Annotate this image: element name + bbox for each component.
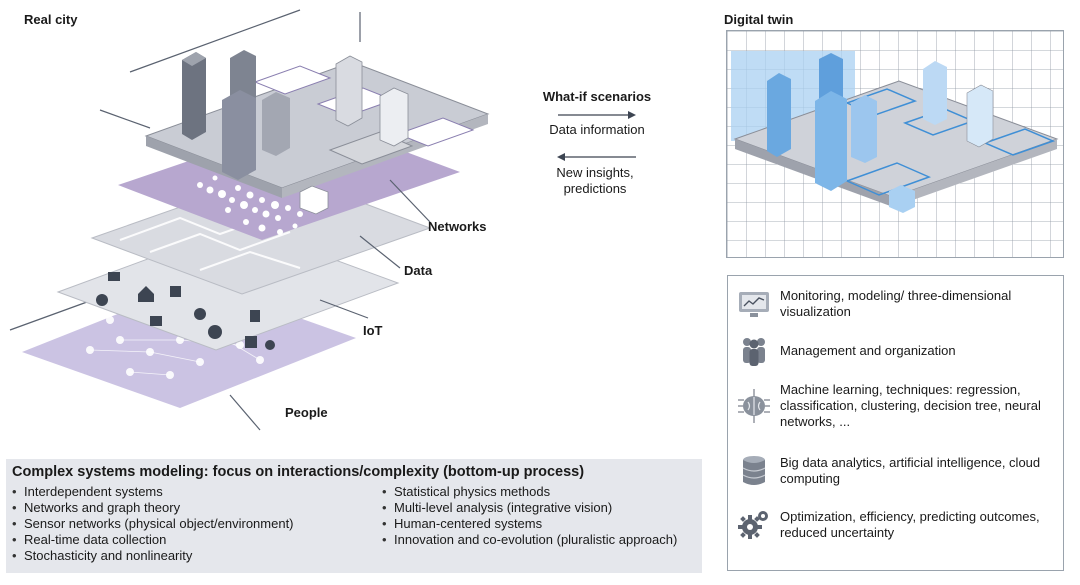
list-item: Innovation and co-evolution (pluralistic… — [382, 532, 692, 548]
city-grid-lines — [99, 9, 361, 129]
feature-text: Management and organization — [780, 343, 956, 358]
feature-text: Monitoring, modeling/ three-dimensional … — [780, 288, 1012, 319]
list-item: Real-time data collection — [12, 532, 372, 548]
feature-optimization: Optimization, efficiency, predicting out… — [736, 507, 1050, 543]
list-item: Sensor networks (physical object/environ… — [12, 516, 372, 532]
brain-circuit-icon — [736, 388, 772, 424]
data-information-label: Data information — [549, 122, 645, 137]
modeling-title: Complex systems modeling: focus on inter… — [12, 464, 585, 480]
new-insights-label: New insights, predictions — [556, 165, 634, 196]
list-item: Human-centered systems — [382, 516, 692, 532]
modeling-list-right: Statistical physics methods Multi-level … — [382, 484, 692, 548]
monitor-chart-icon — [736, 286, 772, 322]
feature-management: Management and organization — [736, 333, 1050, 369]
list-item: Multi-level analysis (integrative vision… — [382, 500, 692, 516]
list-item: Statistical physics methods — [382, 484, 692, 500]
left-arrow-icon — [557, 153, 636, 161]
twin-capabilities-panel: Monitoring, modeling/ three-dimensional … — [727, 275, 1064, 571]
what-if-scenarios-label: What-if scenarios — [542, 89, 652, 104]
complex-systems-modeling-panel: Complex systems modeling: focus on inter… — [6, 459, 702, 573]
digital-twin-title: Digital twin — [724, 12, 794, 27]
feature-monitoring: Monitoring, modeling/ three-dimensional … — [736, 286, 1050, 322]
flow-arrows — [557, 111, 636, 161]
feature-machine-learning: Machine learning, techniques: regression… — [736, 382, 1050, 430]
data-label: Data — [404, 263, 433, 278]
digital-twin-illustration — [727, 31, 1063, 257]
list-item: Networks and graph theory — [12, 500, 372, 516]
iot-label: IoT — [363, 323, 383, 338]
feature-text: Machine learning, techniques: regression… — [780, 382, 1041, 429]
networks-label: Networks — [428, 219, 487, 234]
list-item: Interdependent systems — [12, 484, 372, 500]
digital-twin-panel — [726, 30, 1064, 258]
modeling-list-left: Interdependent systems Networks and grap… — [12, 484, 372, 564]
people-label: People — [285, 405, 328, 420]
feature-text: Big data analytics, artificial intellige… — [780, 455, 1041, 486]
gears-icon — [736, 507, 772, 543]
city-buildings — [182, 50, 409, 215]
feature-big-data: Big data analytics, artificial intellige… — [736, 453, 1050, 489]
people-group-icon — [736, 333, 772, 369]
feature-text: Optimization, efficiency, predicting out… — [780, 509, 1040, 540]
real-city-illustration — [9, 9, 490, 431]
database-icon — [736, 453, 772, 489]
real-city-title: Real city — [24, 12, 78, 27]
list-item: Stochasticity and nonlinearity — [12, 548, 372, 564]
right-arrow-icon — [558, 111, 636, 119]
